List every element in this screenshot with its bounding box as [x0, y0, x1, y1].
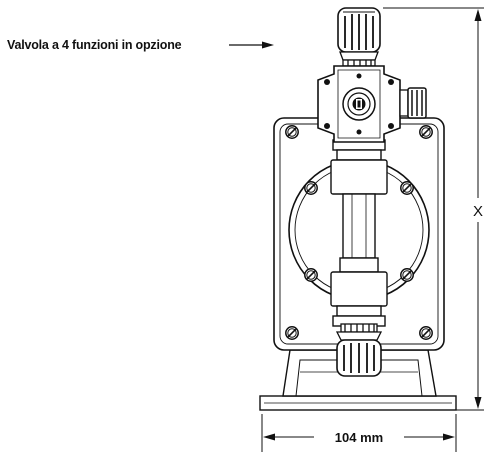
height-dimension-label: X — [473, 203, 483, 220]
valve-callout-label: Valvola a 4 funzioni in opzione — [7, 38, 182, 52]
four-function-valve — [317, 65, 427, 143]
top-connector — [337, 7, 381, 67]
callout-arrow — [229, 41, 274, 49]
height-dimension — [383, 7, 484, 411]
width-dimension-label: 104 mm — [335, 430, 383, 445]
fitting-column — [330, 139, 388, 327]
width-dimension — [261, 414, 457, 452]
bottom-connector — [335, 323, 383, 377]
